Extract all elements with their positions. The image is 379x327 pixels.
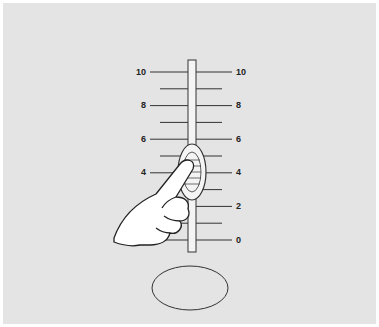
button-oval xyxy=(152,266,228,310)
scale-number: 6 xyxy=(141,135,146,144)
scale-number: 6 xyxy=(236,135,241,144)
tick-mark xyxy=(196,240,232,241)
tick-mark xyxy=(196,122,222,123)
scale-number: 4 xyxy=(141,168,146,177)
scale-number: 2 xyxy=(236,202,241,211)
tick-mark xyxy=(150,72,188,73)
tick-mark xyxy=(150,139,188,140)
scale-number: 10 xyxy=(236,68,246,77)
scale-number: 4 xyxy=(236,168,241,177)
tick-mark xyxy=(196,139,232,140)
hand xyxy=(114,160,194,246)
scale-number: 8 xyxy=(141,101,146,110)
tick-mark xyxy=(160,122,188,123)
scale-number: 8 xyxy=(236,101,241,110)
scale-number: 10 xyxy=(136,68,146,77)
tick-mark xyxy=(160,88,188,89)
tick-mark xyxy=(196,72,232,73)
tick-mark xyxy=(196,223,222,224)
tick-mark xyxy=(196,88,222,89)
tick-mark xyxy=(196,206,232,207)
tick-mark xyxy=(196,105,232,106)
background-panel xyxy=(3,3,376,324)
scale-number: 0 xyxy=(236,236,241,245)
tick-mark xyxy=(150,105,188,106)
